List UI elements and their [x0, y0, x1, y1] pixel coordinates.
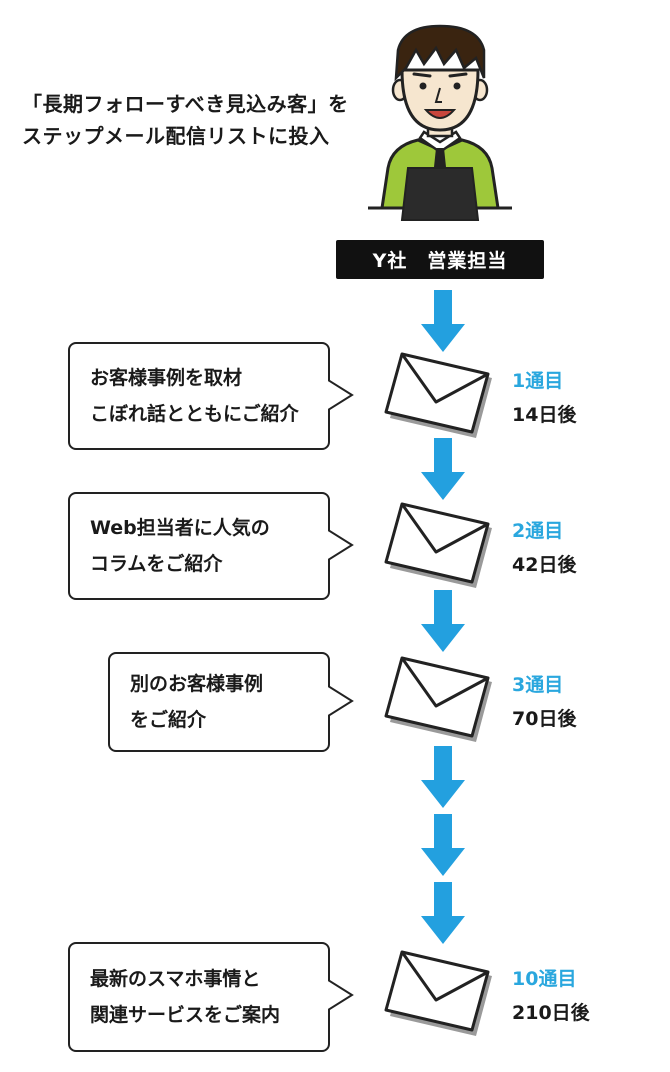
envelope-icon: [384, 656, 496, 746]
step-3-bubble-line-1: 別のお客様事例: [130, 673, 264, 695]
step-1-bubble-line-2: こぼれ話とともにご紹介: [90, 403, 299, 425]
down-arrow-icon: [421, 814, 465, 876]
step-2-bubble-line-2: コラムをご紹介: [90, 553, 223, 575]
intro-line-2: ステップメール配信リストに投入: [22, 124, 330, 148]
step-2-bubble-tail: [328, 528, 354, 562]
step-2-count: 2通目: [512, 520, 564, 542]
step-4-days: 210日後: [512, 1002, 590, 1024]
step-1-bubble-line-1: お客様事例を取材: [90, 367, 243, 389]
down-arrow-icon: [421, 882, 465, 944]
down-arrow-icon: [421, 438, 465, 500]
step-4-count: 10通目: [512, 968, 577, 990]
salesperson-illustration: [360, 18, 520, 228]
step-4-bubble: 最新のスマホ事情と 関連サービスをご案内: [68, 942, 330, 1052]
step-3-count: 3通目: [512, 674, 564, 696]
intro-text: 「長期フォローすべき見込み客」を ステップメール配信リストに投入: [22, 88, 349, 152]
envelope-icon: [384, 950, 496, 1040]
step-3-bubble: 別のお客様事例 をご紹介: [108, 652, 330, 752]
step-1-days: 14日後: [512, 404, 577, 426]
step-2-bubble: Web担当者に人気の コラムをご紹介: [68, 492, 330, 600]
step-2-bubble-line-1: Web担当者に人気の: [90, 517, 270, 539]
envelope-icon: [384, 502, 496, 592]
sender-label: Y社 営業担当: [336, 240, 544, 279]
envelope-icon: [384, 352, 496, 442]
step-4-bubble-line-1: 最新のスマホ事情と: [90, 968, 261, 990]
down-arrow-icon: [421, 746, 465, 808]
step-1-count: 1通目: [512, 370, 564, 392]
down-arrow-icon: [421, 290, 465, 352]
step-1-bubble: お客様事例を取材 こぼれ話とともにご紹介: [68, 342, 330, 450]
step-3-bubble-tail: [328, 684, 354, 718]
step-3-days: 70日後: [512, 708, 577, 730]
step-3-bubble-line-2: をご紹介: [130, 709, 207, 731]
step-2-days: 42日後: [512, 554, 577, 576]
intro-line-1: 「長期フォローすべき見込み客」を: [22, 92, 349, 116]
down-arrow-icon: [421, 590, 465, 652]
step-1-bubble-tail: [328, 378, 354, 412]
step-4-bubble-line-2: 関連サービスをご案内: [90, 1004, 281, 1026]
step-4-bubble-tail: [328, 978, 354, 1012]
